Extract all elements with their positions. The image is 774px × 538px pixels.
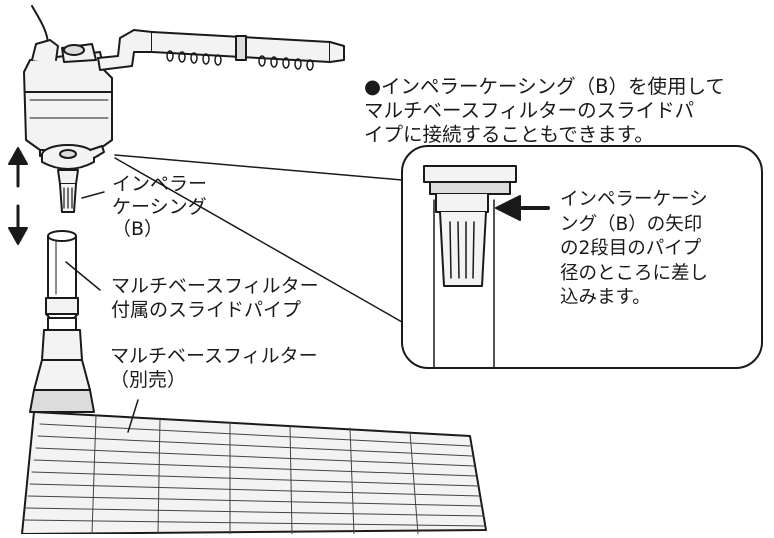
casing-label-line: （B） — [112, 218, 164, 240]
inset-note-line: ング（B）の矢印 — [560, 213, 703, 235]
inset-note-line: インペラーケーシ — [560, 189, 708, 210]
pipe-leader — [65, 261, 101, 291]
callout-line-lower — [114, 157, 403, 323]
main-note: ●インペラーケーシング（B）を使用して マルチベースフィルターのスライドパ イプ… — [364, 75, 725, 147]
shower-pipe — [97, 29, 345, 71]
inset-note-line: 径のところに差し — [560, 262, 709, 284]
main-note-line: マルチベースフィルターのスライドパ — [364, 99, 695, 122]
filter-leader — [127, 399, 139, 433]
filter-label-line: （別売） — [110, 368, 187, 391]
filter-label: マルチベースフィルター （別売） — [110, 345, 318, 392]
left-arrow-icon — [495, 195, 550, 221]
callout-line-upper — [114, 154, 403, 181]
filter-label-line: マルチベースフィルター — [110, 345, 318, 367]
inset-note: インペラーケーシ ング（B）の矢印 の2段目のパイプ 径のところに差し 込みます… — [560, 188, 708, 311]
up-arrow-icon — [8, 147, 28, 188]
casing-label-line: ケーシング — [112, 195, 207, 218]
casing-leader — [81, 191, 105, 199]
main-note-line: ●インペラーケーシング（B）を使用して — [364, 75, 725, 98]
impeller-casing-b — [41, 144, 105, 213]
inset-box — [401, 145, 763, 369]
inset-note-line: 込みます。 — [560, 287, 651, 308]
casing-label-line: インペラー — [112, 173, 208, 195]
impeller-casing-label: インペラー ケーシング （B） — [112, 173, 207, 241]
main-note-line: イプに接続することもできます。 — [364, 123, 654, 146]
power-cord — [31, 5, 49, 46]
slide-pipe-label: マルチベースフィルター 付属のスライドパイプ — [111, 275, 319, 322]
inset-note-line: の2段目のパイプ — [560, 238, 702, 259]
pipe-label-line: マルチベースフィルター — [111, 275, 319, 297]
pipe-label-line: 付属のスライドパイプ — [111, 298, 302, 321]
down-arrow-icon — [8, 204, 28, 245]
slide-pipe — [29, 230, 95, 413]
multi-base-filter — [21, 411, 487, 535]
